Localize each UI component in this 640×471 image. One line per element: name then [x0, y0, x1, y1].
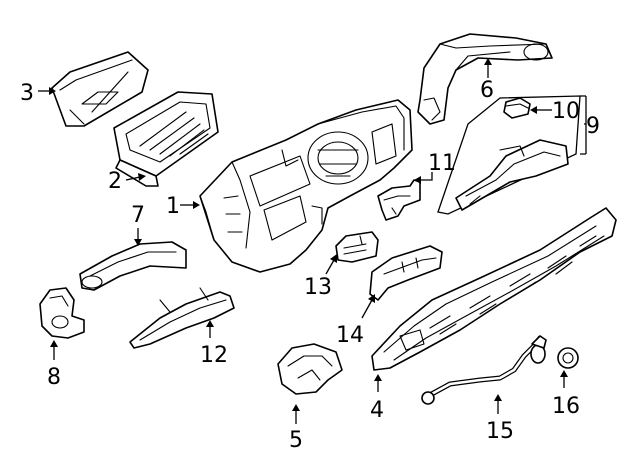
part-9-assembly-box [437, 95, 581, 215]
part-5-bracket [277, 343, 343, 395]
callout-14: 14 [336, 323, 364, 348]
part-7-floor-duct [79, 241, 187, 291]
callout-12: 12 [200, 343, 228, 368]
part-16-grommet [557, 347, 579, 369]
callout-1: 1 [166, 194, 180, 219]
part-14-support-bracket [369, 245, 443, 301]
part-6-air-duct [417, 33, 553, 125]
callout-2: 2 [108, 169, 122, 194]
callout-4: 4 [370, 398, 384, 423]
part-4-panel-duct [371, 207, 617, 371]
callout-9: 9 [586, 114, 600, 139]
callout-13: 13 [304, 275, 332, 300]
part-12-rear-duct [129, 287, 235, 349]
callout-10: 10 [552, 99, 580, 124]
callout-5: 5 [289, 428, 303, 453]
part-15-drain-tube [421, 335, 547, 405]
part-10-clip [503, 97, 531, 119]
callout-labels: 1 2 3 4 5 6 7 8 9 10 11 12 13 14 15 16 [20, 78, 600, 453]
part-1-hvac-housing [199, 99, 413, 273]
part-2-defrost-grille [113, 91, 219, 187]
callout-11: 11 [428, 151, 456, 176]
callout-leaders [38, 58, 587, 424]
callout-8: 8 [47, 365, 61, 390]
part-13-actuator [335, 231, 379, 263]
callout-7: 7 [131, 203, 145, 228]
callout-6: 6 [480, 78, 494, 103]
part-11-bracket [377, 179, 421, 221]
callout-15: 15 [486, 419, 514, 444]
part-8-elbow [39, 287, 85, 339]
part-3-duct-bracket [51, 51, 149, 127]
callout-16: 16 [552, 394, 580, 419]
callout-3: 3 [20, 81, 34, 106]
